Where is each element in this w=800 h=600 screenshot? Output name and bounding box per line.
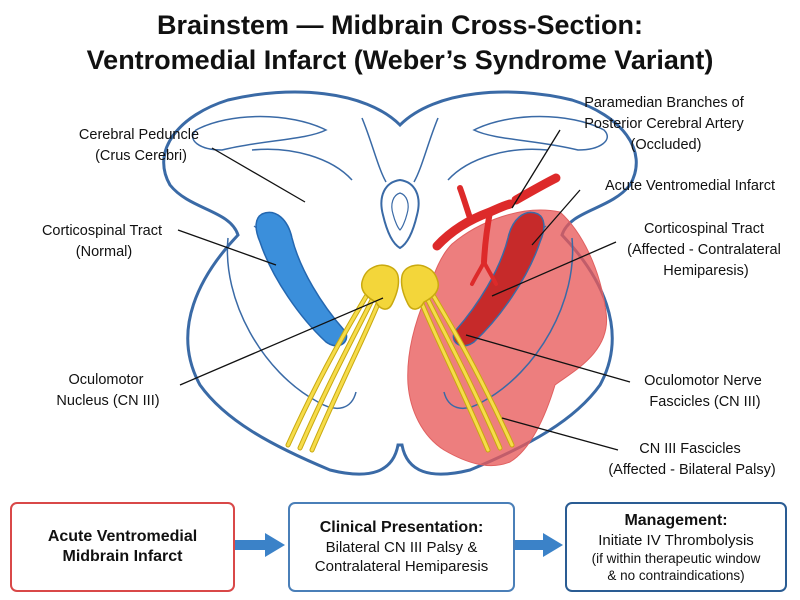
label-nerve-fascicles-line-2: Fascicles (CN III) — [649, 394, 760, 410]
flow-box-presentation-title: Clinical Presentation: — [319, 519, 484, 536]
pca-fork-right — [482, 260, 498, 286]
diagram-title: Brainstem — Midbrain Cross-Section: Vent… — [0, 8, 800, 78]
label-pca-branches-line-2: Posterior Cerebral Artery — [584, 116, 744, 132]
pca-occluded-segment — [511, 173, 561, 205]
leader-nerve-fascicles — [465, 334, 631, 383]
label-cn3-fascicles-line-2: (Affected - Bilateral Palsy) — [608, 462, 775, 478]
flow-box-presentation: Clinical Presentation: Bilateral CN III … — [288, 502, 515, 592]
label-cn3-fascicles: CN III Fascicles (Affected - Bilateral P… — [608, 441, 775, 478]
flow-box-management: Management: Initiate IV Thrombolysis (if… — [565, 502, 787, 592]
right-inner-ridge — [413, 117, 439, 183]
leader-infarct — [531, 189, 581, 246]
label-cerebral-peduncle-line-2: (Crus Cerebri) — [95, 148, 187, 164]
flow-box-management-line-1: Initiate IV Thrombolysis — [598, 531, 754, 549]
right-oculomotor-nucleus — [400, 264, 440, 310]
label-cerebral-peduncle: Cerebral Peduncle (Crus Cerebri) — [79, 127, 203, 164]
title-line-2: Ventromedial Infarct (Weber’s Syndrome V… — [86, 45, 714, 75]
label-cst-normal-line-2: (Normal) — [76, 244, 132, 260]
leader-pca — [511, 129, 561, 209]
flow-arrow-1 — [235, 533, 285, 557]
label-cst-affected-line-1: Corticospinal Tract — [644, 221, 764, 237]
pca-descending-branch — [481, 209, 493, 265]
flow-box-presentation-line-2: Contralateral Hemiparesis — [314, 558, 489, 575]
flow-box-management-line-2: (if within therapeutic window — [591, 550, 761, 566]
flow-box-infarct: Acute Ventromedial Midbrain Infarct — [10, 502, 235, 592]
left-peduncle-contour — [226, 237, 357, 410]
label-cst-normal: Corticospinal Tract (Normal) — [42, 223, 166, 260]
left-crescent — [251, 148, 353, 181]
label-pca-branches-line-3: (Occluded) — [631, 137, 702, 153]
label-cst-normal-line-1: Corticospinal Tract — [42, 223, 162, 239]
leader-lines — [177, 129, 631, 451]
right-corticospinal-tract — [452, 211, 545, 347]
label-nerve-fascicles-line-1: Oculomotor Nerve — [644, 373, 762, 389]
leader-cn3-fascicles — [501, 417, 619, 451]
cerebral-aqueduct-inner — [391, 192, 409, 231]
flow-box-management-title: Management: — [624, 511, 728, 529]
pca-upper-branch — [457, 185, 473, 221]
right-cn3-fascicles — [415, 287, 515, 453]
label-cst-affected-line-2: (Affected - Contralateral — [627, 242, 781, 258]
right-peduncle-contour — [443, 237, 574, 410]
left-oculomotor-nucleus — [360, 264, 400, 310]
label-cst-affected-line-3: Hemiparesis) — [663, 263, 748, 279]
right-tectal-contour — [472, 115, 608, 151]
flow-box-presentation-line-1: Bilateral CN III Palsy & — [325, 539, 478, 556]
left-cn3-fascicles — [285, 287, 385, 453]
label-pca-branches: Paramedian Branches of Posterior Cerebra… — [584, 95, 748, 153]
infarct-region — [407, 209, 608, 467]
label-pca-branches-line-1: Paramedian Branches of — [584, 95, 745, 111]
label-oculomotor-nucleus-line-2: Nucleus (CN III) — [56, 393, 159, 409]
leader-oculomotor-nucleus — [179, 297, 384, 386]
label-cst-affected: Corticospinal Tract (Affected - Contrala… — [627, 221, 785, 279]
label-oculomotor-nucleus: Oculomotor Nucleus (CN III) — [56, 372, 159, 409]
label-nerve-fascicles: Oculomotor Nerve Fascicles (CN III) — [644, 373, 766, 410]
flow-box-management-line-3: & no contraindications) — [607, 567, 745, 583]
leader-cerebral-peduncle — [211, 147, 306, 203]
left-inner-ridge — [361, 117, 387, 183]
title-line-1: Brainstem — Midbrain Cross-Section: — [156, 10, 644, 40]
left-tectal-contour — [192, 115, 328, 151]
label-infarct-line-1: Acute Ventromedial Infarct — [605, 178, 775, 194]
leader-cst-normal — [177, 229, 277, 266]
flow-arrow-2 — [515, 533, 563, 557]
label-cn3-fascicles-line-1: CN III Fascicles — [639, 441, 741, 457]
leader-cst-affected — [491, 241, 617, 297]
label-oculomotor-nucleus-line-1: Oculomotor — [69, 372, 144, 388]
label-cerebral-peduncle-line-1: Cerebral Peduncle — [79, 127, 199, 143]
left-corticospinal-tract — [255, 211, 348, 347]
label-infarct: Acute Ventromedial Infarct — [605, 178, 775, 194]
cerebral-aqueduct — [380, 178, 420, 250]
right-crescent — [447, 148, 549, 181]
flow-box-infarct-title: Acute Ventromedial Midbrain Infarct — [47, 528, 198, 565]
